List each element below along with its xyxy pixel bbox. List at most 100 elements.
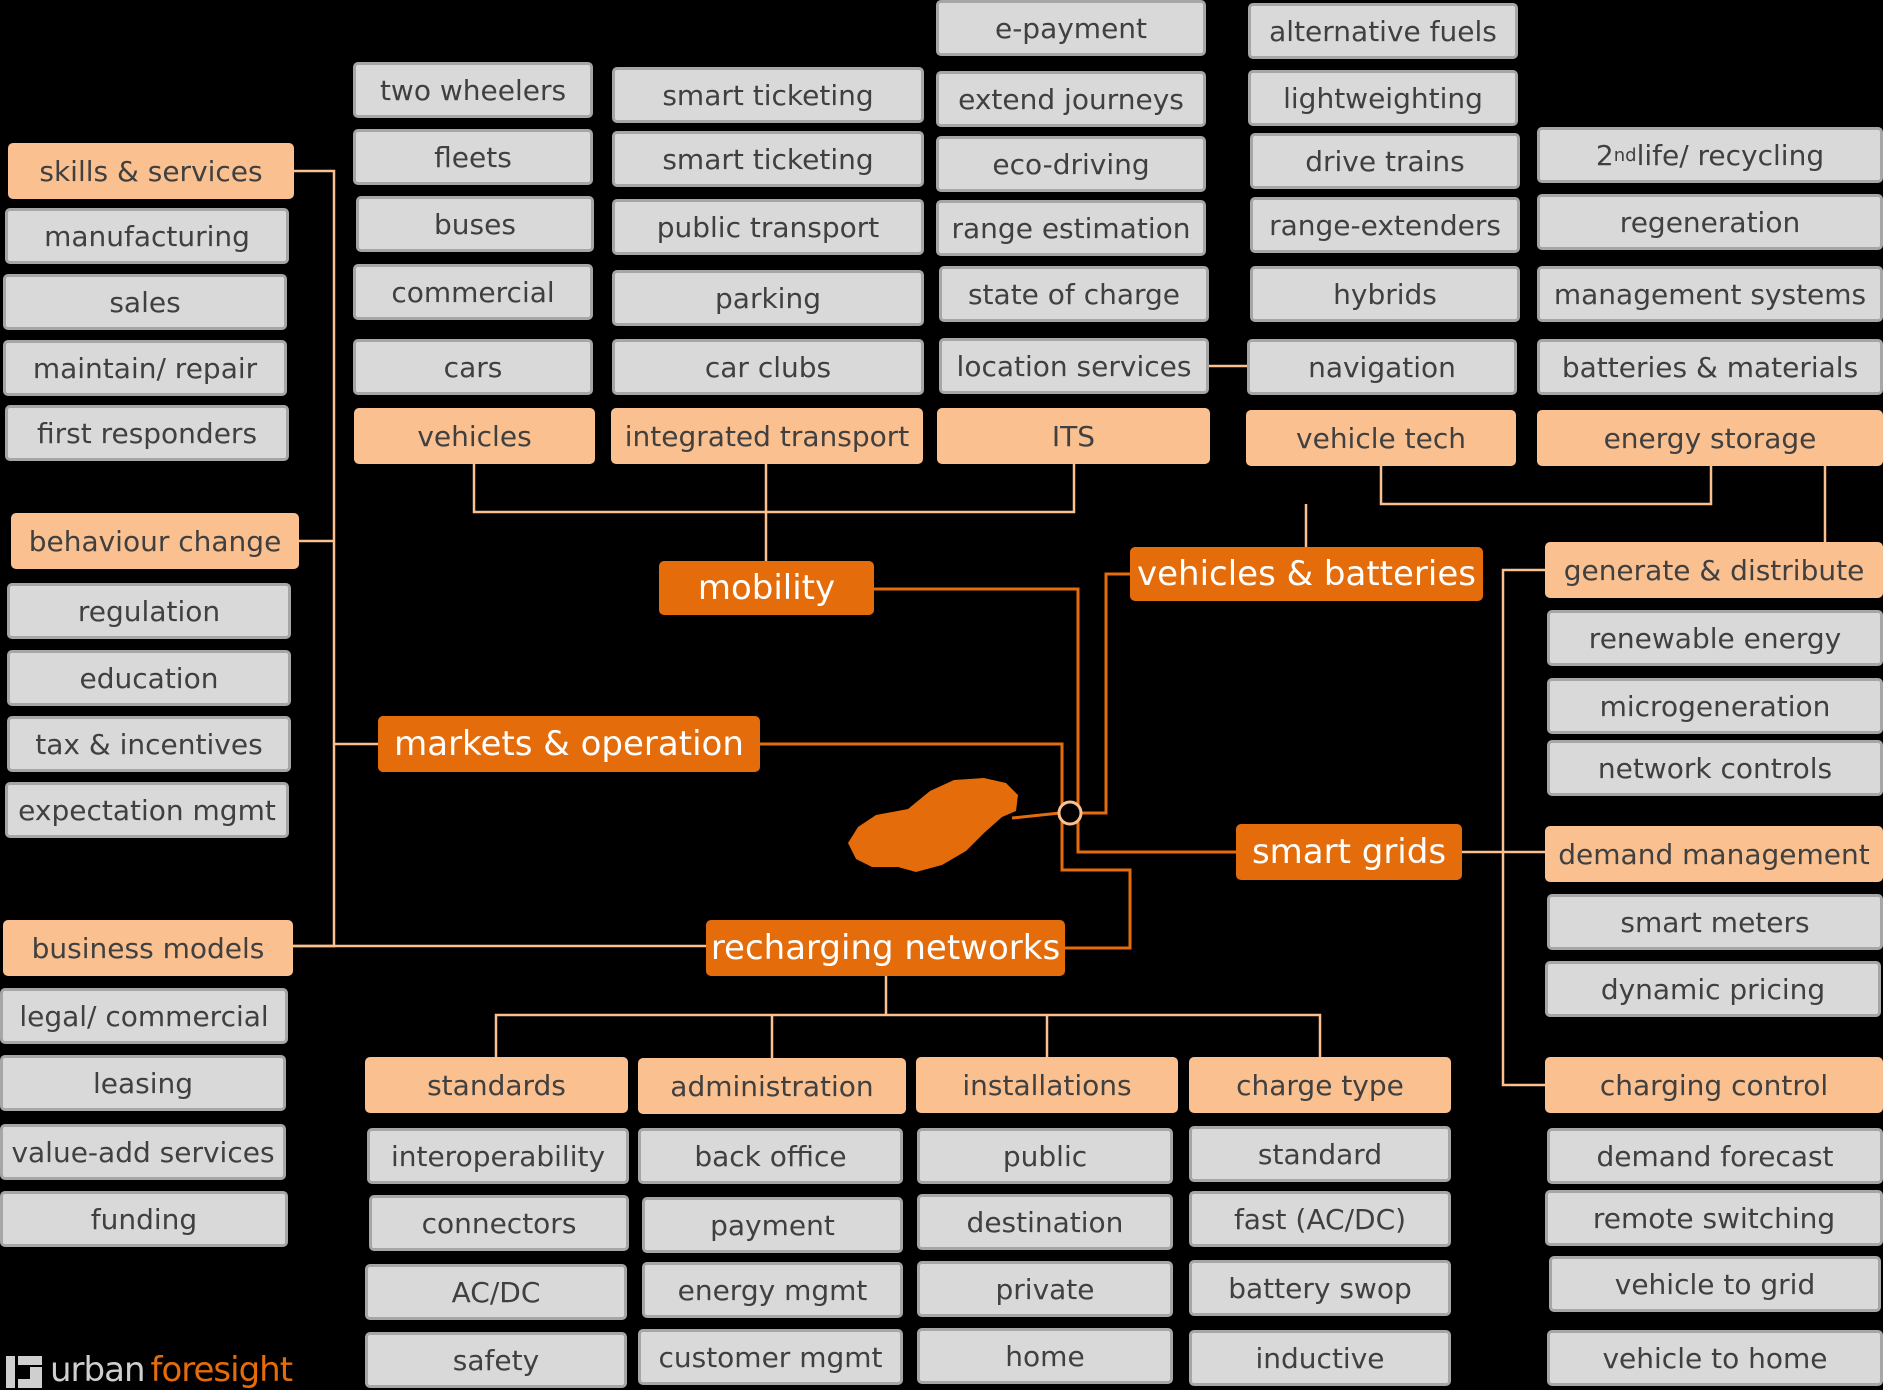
leaf-fleets-node: fleets — [353, 129, 593, 185]
leaf-remote-switching-node: remote switching — [1545, 1190, 1883, 1246]
sub-charging-control-node: charging control — [1545, 1057, 1883, 1113]
leaf-car-clubs-node: car clubs — [612, 339, 924, 395]
leaf-range-estimation-node: range estimation — [936, 200, 1206, 256]
leaf-maintain-repair-node: maintain/ repair — [3, 340, 287, 396]
leaf-dynamic-pricing-node: dynamic pricing — [1545, 961, 1881, 1017]
leaf-parking-node: parking — [612, 270, 924, 326]
leaf-batteries-materials-node: batteries & materials — [1537, 339, 1883, 395]
connector-line — [874, 587, 1236, 854]
leaf-battery-swop-node: battery swop — [1189, 1260, 1451, 1316]
leaf-drive-trains-node: drive trains — [1250, 133, 1520, 189]
leaf-value-add-services-node: value-add services — [0, 1124, 286, 1180]
leaf-standard-node: standard — [1189, 1126, 1451, 1182]
leaf-leasing-node: leasing — [0, 1055, 286, 1111]
leaf-energy-mgmt-node: energy mgmt — [642, 1262, 903, 1318]
leaf-extend-journeys-node: extend journeys — [936, 71, 1206, 127]
leaf-regeneration-node: regeneration — [1537, 194, 1883, 250]
sub-administration-node: administration — [638, 1058, 906, 1114]
leaf-renewable-energy-node: renewable energy — [1547, 610, 1883, 666]
leaf-tax-incentives-node: tax & incentives — [7, 716, 291, 772]
sub-installations-node: installations — [916, 1057, 1178, 1113]
leaf-microgeneration-node: microgeneration — [1547, 678, 1883, 734]
connector-line — [472, 464, 1076, 514]
hub-smart-grids-node: smart grids — [1236, 824, 1462, 880]
sub-charge-type-node: charge type — [1189, 1057, 1451, 1113]
leaf-eco-driving-node: eco-driving — [936, 136, 1206, 192]
sub-behaviour-change-node: behaviour change — [11, 513, 299, 569]
connector-line — [1011, 811, 1061, 820]
sub-vehicle-tech-node: vehicle tech — [1246, 410, 1516, 466]
leaf-legal-commercial-node: legal/ commercial — [0, 988, 288, 1044]
leaf-destination-node: destination — [917, 1194, 1173, 1250]
sub-demand-management-node: demand management — [1545, 826, 1883, 882]
leaf-state-of-charge-node: state of charge — [939, 266, 1209, 322]
leaf-two-wheelers-node: two wheelers — [353, 62, 593, 118]
sub-vehicles-node: vehicles — [354, 408, 595, 464]
leaf-demand-forecast-node: demand forecast — [1547, 1128, 1883, 1184]
leaf-ac-dc-node: AC/DC — [365, 1264, 627, 1320]
sub-its-node: ITS — [937, 408, 1210, 464]
leaf-navigation-node: navigation — [1247, 339, 1517, 395]
leaf-public-node: public — [917, 1128, 1173, 1184]
sub-business-models-node: business models — [3, 920, 293, 976]
sub-generate-distribute-node: generate & distribute — [1545, 542, 1883, 598]
connector-line — [293, 169, 336, 948]
electric-car-icon — [848, 778, 1018, 872]
leaf-interoperability-node: interoperability — [367, 1128, 629, 1184]
leaf-cars-node: cars — [353, 339, 593, 395]
leaf-buses-node: buses — [356, 196, 594, 252]
logo-mark-icon — [6, 1356, 42, 1388]
leaf-smart-ticketing-2-node: smart ticketing — [612, 131, 924, 187]
sub-energy-storage-node: energy storage — [1537, 410, 1883, 466]
leaf-location-services-node: location services — [939, 338, 1209, 394]
leaf-public-transport-node: public transport — [612, 199, 924, 255]
leaf-manufacturing-node: manufacturing — [5, 208, 289, 264]
sub-integrated-transport-node: integrated transport — [611, 408, 923, 464]
leaf-hybrids-node: hybrids — [1250, 266, 1520, 322]
leaf-payment-node: payment — [642, 1197, 903, 1253]
sub-standards-node: standards — [365, 1057, 628, 1113]
brand-logo: urban foresight — [4, 1350, 294, 1390]
leaf-expectation-mgmt-node: expectation mgmt — [5, 782, 289, 838]
junction-node — [1057, 800, 1083, 826]
leaf-vehicle-to-home-node: vehicle to home — [1547, 1330, 1883, 1386]
leaf-inductive-node: inductive — [1189, 1330, 1451, 1386]
leaf-customer-mgmt-node: customer mgmt — [638, 1329, 903, 1385]
leaf-e-payment-node: e-payment — [936, 0, 1206, 56]
leaf-home-node: home — [917, 1328, 1173, 1384]
leaf-regulation-node: regulation — [7, 583, 291, 639]
leaf-back-office-node: back office — [638, 1128, 903, 1184]
logo-word-urban: urban — [50, 1350, 145, 1390]
leaf-lightweighting-node: lightweighting — [1248, 70, 1518, 126]
connector-line — [1379, 466, 1713, 506]
leaf-safety-node: safety — [365, 1332, 627, 1388]
leaf-alternative-fuels-node: alternative fuels — [1248, 3, 1518, 59]
logo-word-foresight: foresight — [150, 1350, 294, 1390]
connector-line — [1070, 572, 1130, 815]
leaf-range-extenders-node: range-extenders — [1250, 197, 1520, 253]
sub-skills-services-node: skills & services — [8, 143, 294, 199]
connector-line — [760, 742, 1132, 950]
leaf-funding-node: funding — [0, 1191, 288, 1247]
leaf-fast-ac-dc-node: fast (AC/DC) — [1189, 1191, 1451, 1247]
hub-markets-operation-node: markets & operation — [378, 716, 760, 772]
hub-vehicles-batteries-node: vehicles & batteries — [1130, 547, 1483, 601]
leaf-first-responders-node: first responders — [5, 405, 289, 461]
leaf-network-controls-node: network controls — [1547, 740, 1883, 796]
leaf-smart-meters-node: smart meters — [1547, 894, 1883, 950]
leaf-management-systems-node: management systems — [1537, 266, 1883, 322]
hub-recharging-networks-node: recharging networks — [706, 920, 1065, 976]
leaf-education-node: education — [7, 650, 291, 706]
leaf-private-node: private — [917, 1261, 1173, 1317]
connector-line — [1501, 568, 1545, 1087]
leaf-connectors-node: connectors — [369, 1195, 629, 1251]
leaf-sales-node: sales — [3, 274, 287, 330]
leaf-commercial-node: commercial — [353, 264, 593, 320]
connector-line — [494, 1013, 1322, 1057]
hub-mobility-node: mobility — [659, 561, 874, 615]
leaf-vehicle-to-grid-node: vehicle to grid — [1549, 1256, 1881, 1312]
leaf-smart-ticketing-1-node: smart ticketing — [612, 67, 924, 123]
